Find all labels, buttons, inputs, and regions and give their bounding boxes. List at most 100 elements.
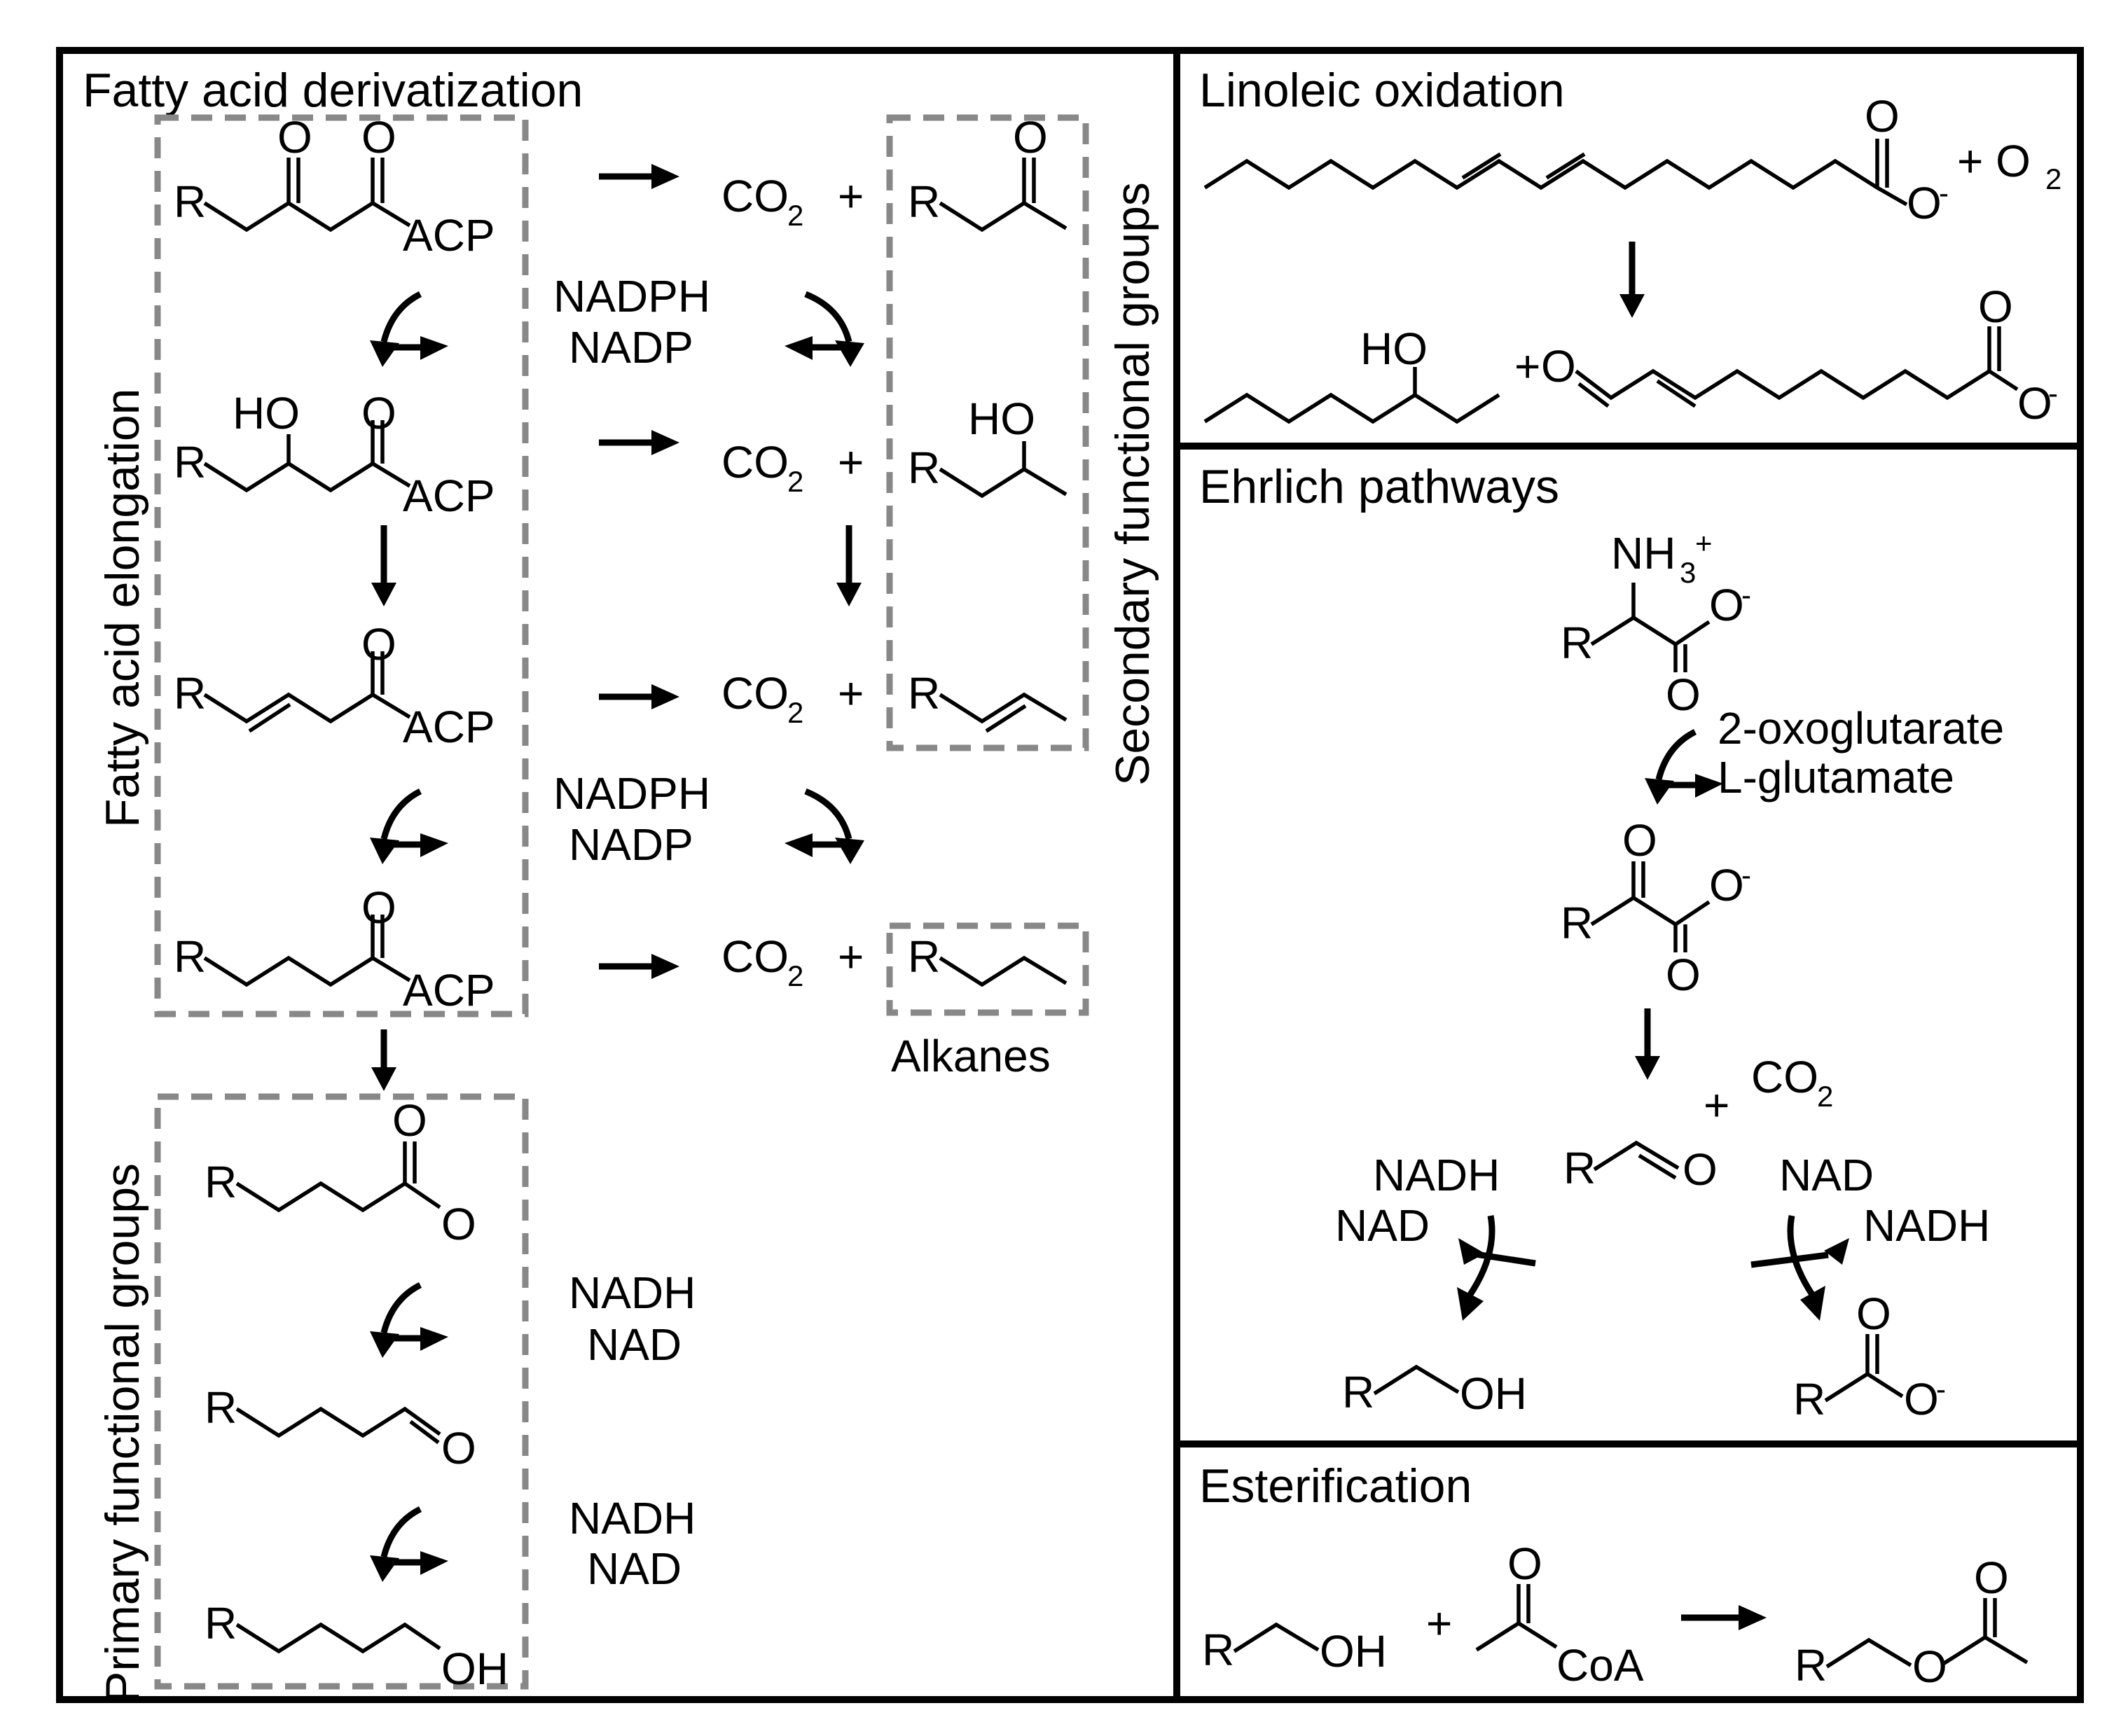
svg-text:O: O <box>1974 1553 2009 1603</box>
reaction-arrow-icon <box>599 684 679 709</box>
structure-oxo-acid: O O O - <box>1541 282 2058 429</box>
panel-title-ehrlich: Ehrlich pathways <box>1199 460 1559 513</box>
panel-title-esterification: Esterification <box>1199 1459 1472 1513</box>
cofactor-exchange-arrow-icon <box>370 788 448 864</box>
panel-frame-esterification <box>1173 1440 2084 1703</box>
svg-text:O: O <box>277 112 312 162</box>
structure-amino-acid: NH 3 + R O - O <box>1561 527 1751 720</box>
panel-frame-ehrlich <box>1173 443 2084 1447</box>
cofactor-2-oxoglutarate: 2-oxoglutarate <box>1718 703 2004 754</box>
svg-text:2: 2 <box>787 465 803 498</box>
reaction-arrow-icon <box>599 954 679 979</box>
structure-acyl-acp: R O ACP <box>174 882 495 1015</box>
svg-text:R: R <box>174 668 206 718</box>
svg-text:OH: OH <box>1460 1368 1527 1419</box>
plus-sign-linoleic: + <box>1514 341 1540 391</box>
structure-primary-alcohol: R OH <box>205 1598 509 1694</box>
structure-hydroxyacyl-acp: R HO O ACP <box>174 388 495 521</box>
svg-text:R: R <box>1563 1143 1596 1193</box>
cofactor-exchange-arrow-icon <box>785 291 864 367</box>
svg-text:ACP: ACP <box>403 965 495 1015</box>
svg-text:R: R <box>1793 1374 1825 1424</box>
svg-text:R: R <box>1795 1640 1827 1690</box>
svg-text:O: O <box>392 1095 427 1146</box>
svg-text:O: O <box>441 1423 476 1473</box>
svg-text:HO: HO <box>968 394 1035 444</box>
co2-plus-3: CO 2 + <box>721 668 864 729</box>
svg-text:O: O <box>1013 112 1048 162</box>
co2-plus-2: CO 2 + <box>721 437 864 498</box>
cofactor-nadp-2: NADP <box>569 819 693 870</box>
svg-text:CoA: CoA <box>1556 1640 1644 1690</box>
svg-text:R: R <box>908 668 940 718</box>
structure-linoleate: O O - <box>1203 91 1949 228</box>
cofactor-nadph-1: NADPH <box>553 271 710 321</box>
cofactor-nadh-2: NADH <box>569 1493 696 1543</box>
reaction-arrow-icon <box>836 525 862 606</box>
group-label-primary: Primary functional groups <box>96 1163 149 1703</box>
cofactor-nad-2: NAD <box>587 1543 682 1594</box>
svg-text:R: R <box>1202 1625 1234 1675</box>
svg-text:ACP: ACP <box>403 702 495 752</box>
structure-ester: R O O <box>1795 1553 2029 1692</box>
co2-product: CO 2 + <box>1704 1052 1833 1130</box>
svg-text:O: O <box>361 388 396 438</box>
svg-text:O: O <box>361 882 396 933</box>
svg-text:O: O <box>1904 1374 1939 1424</box>
group-box-secondary <box>886 114 1089 751</box>
svg-text:CO: CO <box>721 668 789 718</box>
svg-text:O: O <box>1622 815 1657 866</box>
svg-text:R: R <box>174 176 206 227</box>
svg-text:-: - <box>1741 578 1751 611</box>
structure-alkene: R <box>908 668 1068 733</box>
svg-text:O: O <box>1856 1289 1891 1339</box>
svg-text:HO: HO <box>1360 324 1428 374</box>
reaction-arrow-icon <box>1681 1605 1767 1630</box>
structure-aldehyde: R O <box>205 1382 476 1473</box>
cofactor-exchange-arrow-icon <box>370 1282 448 1358</box>
svg-text:ACP: ACP <box>403 471 495 521</box>
structure-enoyl-acp: R O ACP <box>174 619 495 752</box>
svg-text:R: R <box>908 176 940 227</box>
reaction-arrow-icon <box>371 525 396 606</box>
cofactor-nadp-1: NADP <box>569 322 693 373</box>
cofactor-exchange-arrow-icon <box>370 1506 448 1582</box>
svg-text:3: 3 <box>1680 556 1696 589</box>
cofactor-nadh-1: NADH <box>569 1268 696 1318</box>
structure-octenol: HO <box>1203 324 1500 424</box>
svg-text:-: - <box>1939 176 1949 209</box>
svg-text:2: 2 <box>1817 1080 1833 1113</box>
svg-text:2: 2 <box>2045 162 2061 195</box>
svg-text:CO: CO <box>721 171 789 221</box>
cofactor-nadph-2: NADPH <box>553 768 710 819</box>
reaction-arrow-icon <box>371 1029 396 1091</box>
structure-keto-acid: R O O - O <box>1561 815 1751 1000</box>
svg-text:O: O <box>361 112 396 162</box>
svg-text:-: - <box>1936 1373 1946 1405</box>
group-box-alkanes <box>886 922 1089 1016</box>
cofactor-nadh-left: NADH <box>1373 1150 1500 1200</box>
svg-text:CO: CO <box>721 437 789 487</box>
structure-ketoacyl-acp: R O O ACP <box>174 112 495 261</box>
svg-text:R: R <box>205 1598 237 1648</box>
svg-text:R: R <box>174 437 206 487</box>
svg-text:OH: OH <box>1320 1626 1387 1676</box>
svg-text:HO: HO <box>233 388 300 438</box>
svg-text:ACP: ACP <box>403 210 495 261</box>
svg-text:+: + <box>838 171 864 221</box>
group-box-elongation <box>154 114 529 1018</box>
svg-text:O: O <box>1666 669 1701 720</box>
svg-text:O: O <box>1507 1539 1542 1589</box>
cofactor-exchange-arrow-icon <box>785 788 864 864</box>
svg-text:R: R <box>908 443 940 493</box>
structure-carboxylate: R O O <box>205 1095 476 1249</box>
svg-text:O: O <box>1907 178 1942 228</box>
svg-text:OH: OH <box>441 1644 509 1694</box>
svg-text:NH: NH <box>1611 528 1676 578</box>
svg-text:R: R <box>908 931 940 982</box>
structure-aldehyde-ehrlich: R O <box>1563 1140 1718 1195</box>
svg-text:O: O <box>1978 282 2013 332</box>
cofactor-nad-right: NAD <box>1779 1150 1874 1200</box>
svg-text:O: O <box>1541 341 1576 391</box>
